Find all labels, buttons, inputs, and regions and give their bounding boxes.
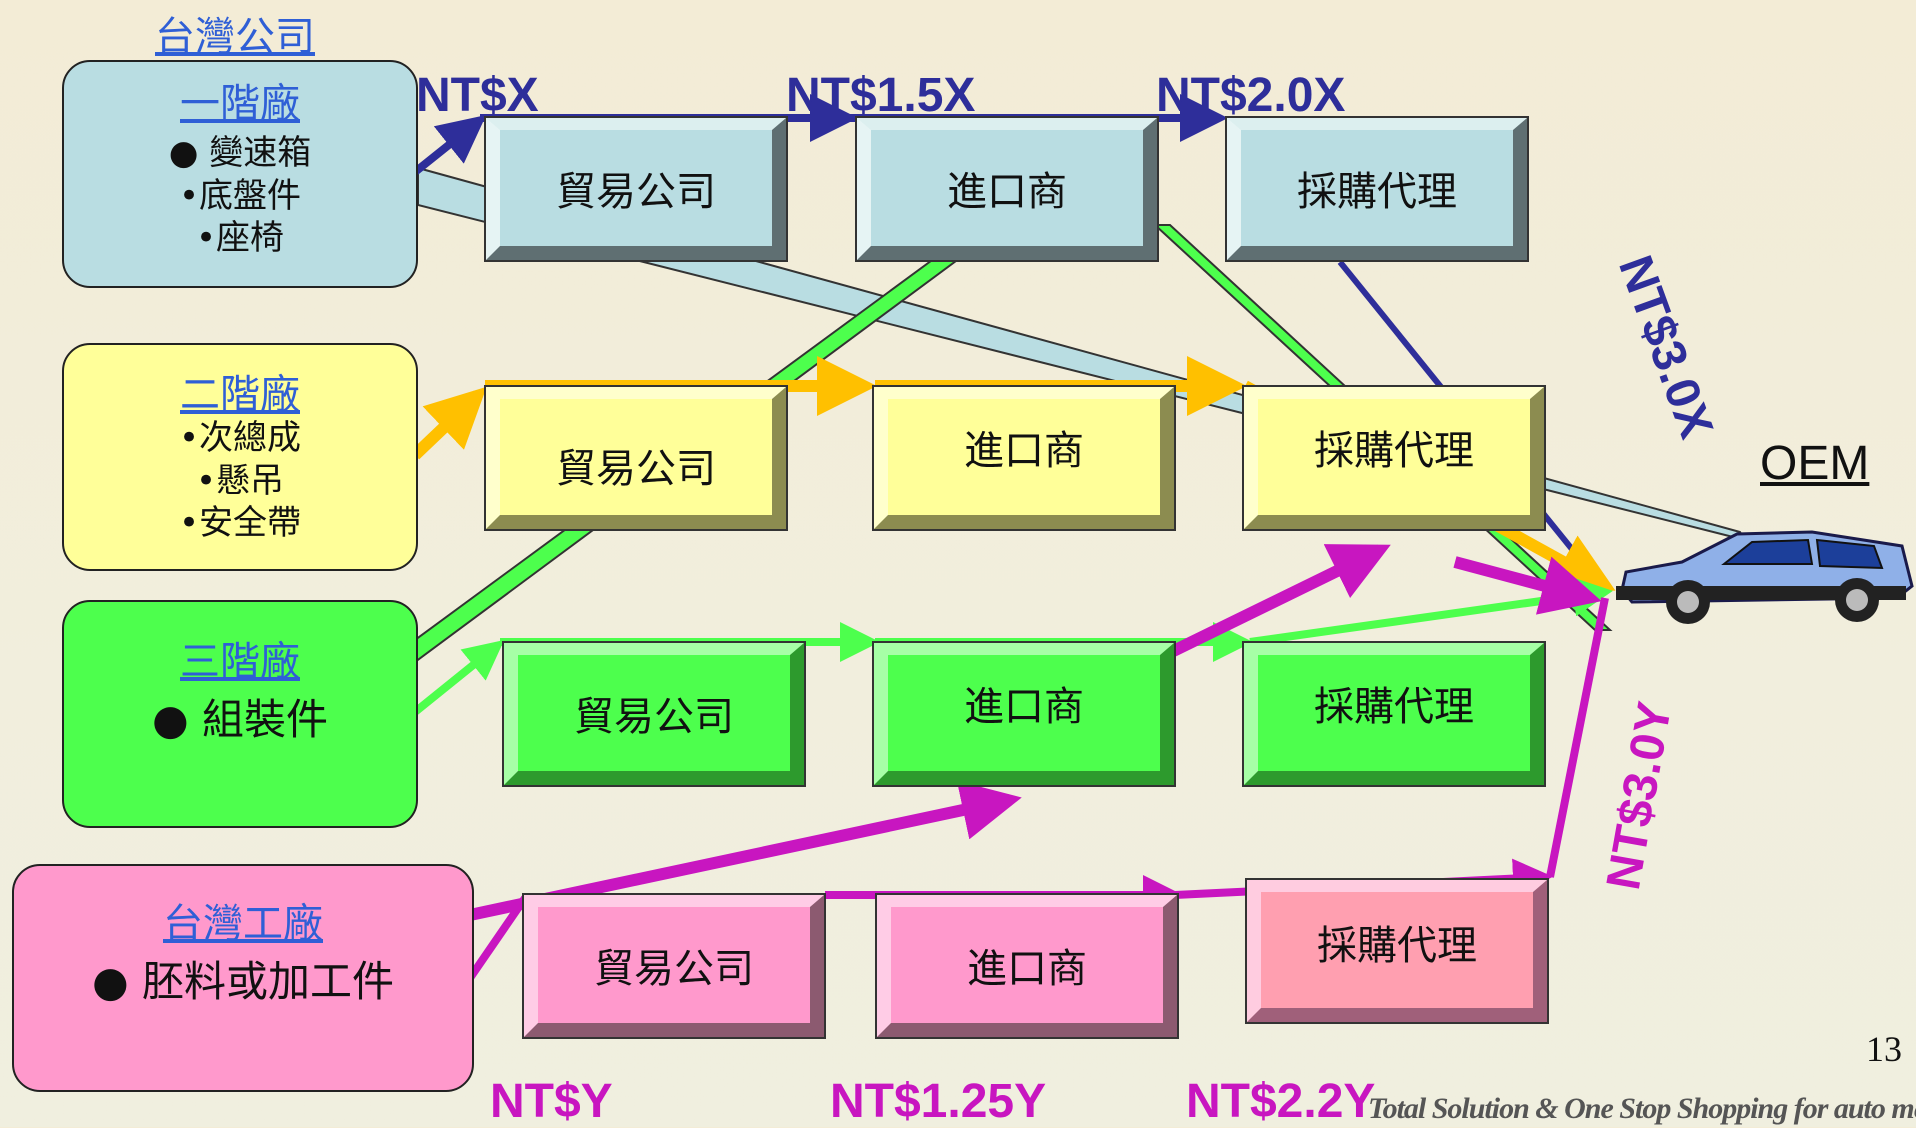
box-trading-yellow: 貿易公司 (484, 385, 788, 531)
factory-item: ● 胚料或加工件 (92, 957, 394, 1006)
oem-car-icon (1616, 530, 1914, 624)
tier1-item: ● 變速箱 (168, 133, 312, 173)
supplier-tier1: 一階廠 ● 變速箱 •底盤件 •座椅 (62, 60, 418, 288)
tier1-item: •座椅 (195, 218, 285, 258)
box-label: 貿易公司 (556, 446, 716, 492)
company-title: 台灣公司 (155, 14, 315, 60)
box-importer-green: 進口商 (872, 641, 1176, 787)
supplier-tier2: 二階廠 •次總成 •懸吊 •安全帶 (62, 343, 418, 571)
price-top-1: NT$X (416, 69, 539, 122)
supplier-taiwan-factory: 台灣工廠 ● 胚料或加工件 (12, 864, 474, 1092)
box-trading-pink: 貿易公司 (522, 893, 826, 1039)
tier1-title: 一階廠 (180, 81, 300, 127)
box-importer-pink: 進口商 (875, 893, 1179, 1039)
price-bottom-1: NT$Y (490, 1075, 613, 1128)
tier2-item: •安全帶 (178, 503, 302, 543)
page-number: 13 (1866, 1029, 1902, 1069)
footer-slogan: Total Solution & One Stop Shopping for a… (1368, 1092, 1916, 1125)
factory-title: 台灣工廠 (163, 901, 323, 947)
oem-label: OEM (1760, 437, 1870, 490)
box-trading-blue: 貿易公司 (484, 116, 788, 262)
price-top-3: NT$2.0X (1156, 69, 1346, 122)
box-label: 採購代理 (1317, 923, 1477, 969)
tier2-title: 二階廠 (180, 372, 300, 418)
tier3-item: ● 組裝件 (152, 695, 328, 744)
price-bottom-2: NT$1.25Y (830, 1075, 1047, 1128)
box-importer-yellow: 進口商 (872, 385, 1176, 531)
box-agent-yellow: 採購代理 (1242, 385, 1546, 531)
tier2-item: •次總成 (178, 418, 302, 458)
box-label: 採購代理 (1314, 684, 1474, 730)
tier1-item: •底盤件 (178, 175, 302, 216)
price-top-2: NT$1.5X (786, 69, 976, 122)
box-agent-pink: 採購代理 (1245, 878, 1549, 1024)
tier3-title: 三階廠 (180, 639, 300, 685)
supplier-tier3: 三階廠 ● 組裝件 (62, 600, 418, 828)
box-agent-green: 採購代理 (1242, 641, 1546, 787)
box-label: 採購代理 (1314, 428, 1474, 474)
box-importer-blue: 進口商 (855, 116, 1159, 262)
box-trading-green: 貿易公司 (502, 641, 806, 787)
price-bottom-3: NT$2.2Y (1186, 1075, 1376, 1128)
box-label: 貿易公司 (574, 694, 734, 740)
box-agent-blue: 採購代理 (1225, 116, 1529, 262)
box-label: 進口商 (947, 169, 1067, 215)
box-label: 貿易公司 (556, 169, 716, 215)
box-label: 進口商 (964, 684, 1084, 730)
tier2-item: •懸吊 (195, 460, 285, 501)
box-label: 進口商 (967, 946, 1087, 992)
box-label: 採購代理 (1297, 169, 1457, 215)
box-label: 進口商 (964, 428, 1084, 474)
box-label: 貿易公司 (594, 946, 754, 992)
